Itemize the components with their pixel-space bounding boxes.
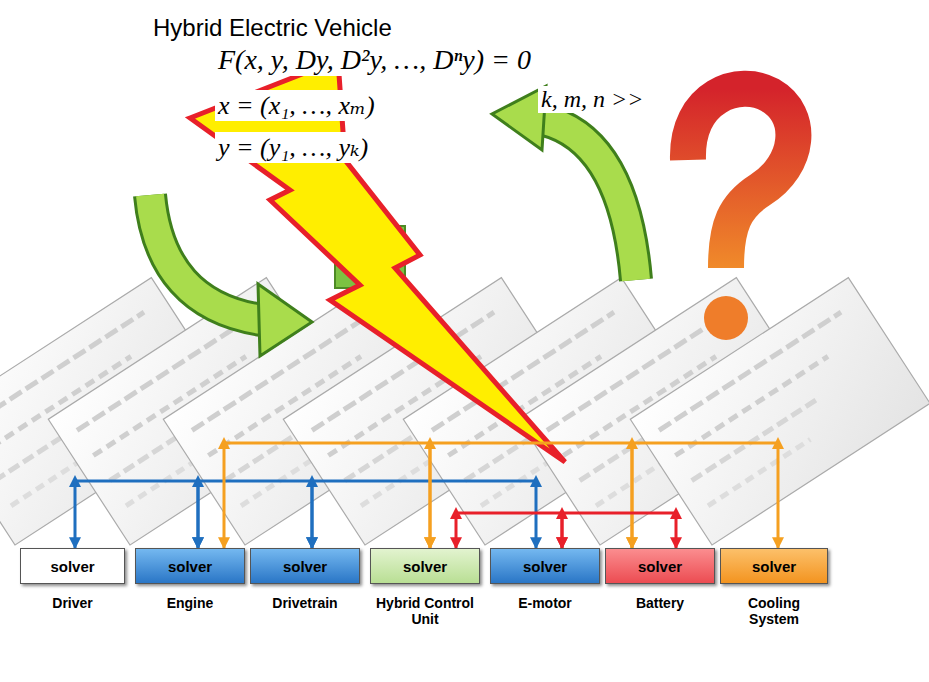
- cycle-arrow: [544, 120, 636, 280]
- component-name: Cooling System: [729, 595, 819, 627]
- signal-connector: [632, 443, 778, 548]
- solver-label: solver: [638, 558, 682, 575]
- solver-label: solver: [50, 558, 94, 575]
- equation-label: k, m, n >>: [538, 86, 646, 113]
- component-name: Hybrid Control Unit: [373, 595, 477, 627]
- equation-label: y = (y₁, …, yₖ): [215, 132, 371, 163]
- component-name: Drivetrain: [255, 595, 355, 611]
- solver-label: solver: [403, 558, 447, 575]
- signal-connector: [562, 513, 676, 548]
- signal-connector: [224, 443, 430, 548]
- equation-pages: [0, 278, 929, 545]
- solver-label: solver: [168, 558, 212, 575]
- solver-label: solver: [752, 558, 796, 575]
- solver-label: solver: [283, 558, 327, 575]
- component-name: Battery: [610, 595, 710, 611]
- question-mark: [688, 89, 793, 340]
- component-name: Engine: [140, 595, 240, 611]
- solver-box: solverCooling System: [720, 548, 828, 584]
- equation-label: F(x, y, Dy, D²y, …, Dⁿy) = 0: [215, 44, 534, 76]
- diagram-title: Hybrid Electric Vehicle: [150, 14, 395, 42]
- bus-arrow-heads: [69, 437, 784, 519]
- solver-box: solverHybrid Control Unit: [370, 548, 480, 584]
- cycle-arrow: [150, 195, 262, 320]
- signal-connector: [430, 443, 632, 548]
- lightning-bolt: [190, 60, 565, 462]
- solver-box: solverDrivetrain: [250, 548, 360, 584]
- cycle-arrow: [544, 120, 636, 280]
- signal-connector: [75, 481, 198, 548]
- solver-box: solverEngine: [135, 548, 245, 584]
- solver-box: solverDriver: [20, 548, 125, 584]
- question-mark-dot: [704, 296, 748, 340]
- arrow-head: [258, 284, 312, 356]
- equation-page: [630, 278, 929, 545]
- signal-connector: [456, 513, 562, 548]
- cycle-arrow: [150, 195, 262, 320]
- equation-label: x = (x₁, …, xₘ): [215, 90, 378, 121]
- component-name: Driver: [23, 595, 123, 611]
- signal-connector: [198, 481, 312, 548]
- question-mark-hook: [688, 89, 793, 268]
- solver-box: solverBattery: [605, 548, 715, 584]
- component-name: E-motor: [495, 595, 595, 611]
- solver-label: solver: [523, 558, 567, 575]
- solver-box: solverE-motor: [490, 548, 600, 584]
